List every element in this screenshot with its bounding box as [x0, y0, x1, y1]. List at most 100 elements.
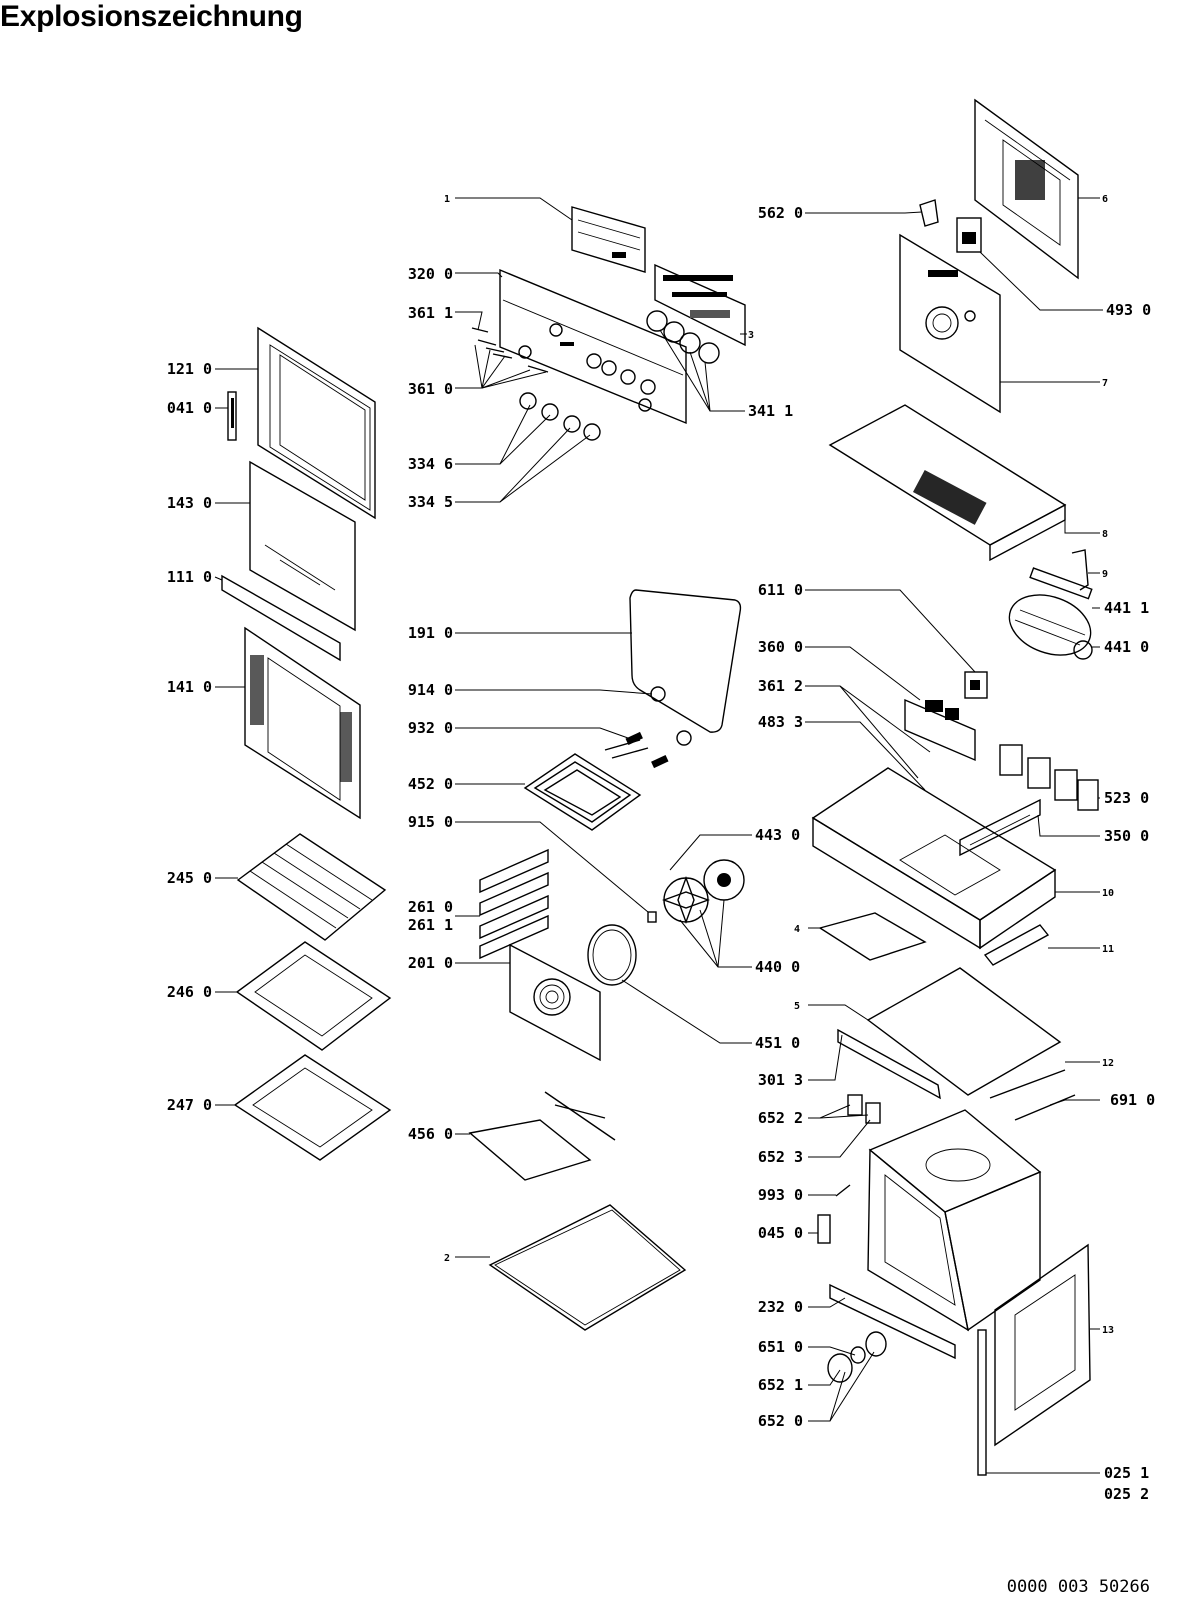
panel-screws: [471, 327, 549, 373]
callout-10: 10: [1102, 888, 1114, 899]
duct-4: [818, 912, 927, 961]
callout-483-3: 483 3: [758, 713, 803, 731]
callout-443-0: 443 0: [755, 826, 800, 844]
selector-switch: [904, 698, 976, 762]
rear-inner-panel: [899, 233, 1001, 414]
callout-456-0: 456 0: [408, 1125, 453, 1143]
callout-245-0: 245 0: [167, 869, 212, 887]
baking-tray: [235, 941, 392, 1051]
control-panel-fascia: [499, 268, 687, 425]
callout-5: 5: [794, 1001, 800, 1012]
callout-6: 6: [1102, 194, 1108, 205]
leader-lines: [214, 197, 1103, 1474]
callout-13: 13: [1102, 1325, 1114, 1336]
control-panel-trim: [571, 206, 646, 273]
callout-341-1: 341 1: [748, 402, 793, 420]
screw-and-latch: [817, 1184, 851, 1244]
callout-025-2: 025 2: [1104, 1485, 1149, 1503]
callout-320-0: 320 0: [408, 265, 453, 283]
oven-lamp: [827, 1331, 887, 1383]
circular-heating-element: [587, 924, 637, 986]
callout-334-6: 334 6: [408, 455, 453, 473]
document-number: 0000 003 50266: [1007, 1577, 1150, 1597]
callout-361-2: 361 2: [758, 677, 803, 695]
callout-232-0: 232 0: [758, 1298, 803, 1316]
callout-334-5: 334 5: [408, 493, 453, 511]
oven-door-seal: [629, 589, 742, 733]
door-inner-glass: [249, 460, 356, 632]
small-clip: [919, 199, 939, 227]
callout-247-0: 247 0: [167, 1096, 212, 1114]
callout-651-0: 651 0: [758, 1338, 803, 1356]
callout-361-0: 361 0: [408, 380, 453, 398]
callout-361-1: 361 1: [408, 304, 453, 322]
hinge-rail: [977, 1329, 987, 1476]
callout-111-0: 111 0: [167, 568, 212, 586]
callout-523-0: 523 0: [1104, 789, 1149, 807]
oven-cavity: [867, 1109, 1042, 1332]
callout-652-0: 652 0: [758, 1412, 803, 1430]
callout-12: 12: [1102, 1058, 1114, 1069]
callout-452-0: 452 0: [408, 775, 453, 793]
callout-7: 7: [1102, 378, 1108, 389]
callout-141-0: 141 0: [167, 678, 212, 696]
lamp-parts: [625, 686, 692, 769]
callout-2: 2: [444, 1253, 450, 1264]
wire-grid-shelf: [236, 833, 387, 941]
electronic-control-board: [654, 263, 746, 347]
bracket-9: [1071, 549, 1089, 591]
callout-041-0: 041 0: [167, 399, 212, 417]
callout-652-1: 652 1: [758, 1376, 803, 1394]
oven-chassis-frame: [811, 767, 1057, 950]
strip-11: [983, 924, 1050, 966]
rear-cover-panel: [974, 98, 1079, 280]
door-outer-panel: [244, 626, 361, 820]
callout-652-3: 652 3: [758, 1148, 803, 1166]
callout-440-0: 440 0: [755, 958, 800, 976]
side-panel-13: [994, 1243, 1091, 1447]
callout-441-0: 441 0: [1104, 638, 1149, 656]
callout-611-0: 611 0: [758, 581, 803, 599]
callout-025-1: 025 1: [1104, 1464, 1149, 1482]
lamp-holder: [847, 1094, 881, 1124]
callout-360-0: 360 0: [758, 638, 803, 656]
callout-3: 3: [748, 330, 754, 341]
callout-045-0: 045 0: [758, 1224, 803, 1242]
callout-191-0: 191 0: [408, 624, 453, 642]
callout-1: 1: [444, 194, 450, 205]
callout-11: 11: [1102, 944, 1114, 955]
grill-heating-element: [523, 739, 649, 831]
rod-12: [989, 1069, 1076, 1121]
door-handle-bracket: [227, 391, 237, 441]
page-title: Explosionszeichnung: [0, 0, 303, 33]
grill-pan-with-rack: [468, 1091, 616, 1181]
callout-652-2: 652 2: [758, 1109, 803, 1127]
callout-labels: 1 320 0 361 1 3 121 0 361 0 041 0 341 1 …: [167, 194, 1155, 1597]
base-plate: [837, 967, 1062, 1100]
relay-unit: [956, 217, 982, 253]
oven-bottom-panel: [488, 1204, 687, 1331]
thermostat-group: [999, 744, 1099, 811]
callout-8: 8: [1102, 529, 1108, 540]
callout-993-0: 993 0: [758, 1186, 803, 1204]
callout-932-0: 932 0: [408, 719, 453, 737]
switch-611: [964, 671, 988, 699]
top-cover-panel: [828, 404, 1067, 562]
callout-350-0: 350 0: [1104, 827, 1149, 845]
deep-baking-pan: [233, 1054, 392, 1161]
callout-562-0: 562 0: [758, 204, 803, 222]
terminal-block: [959, 798, 1041, 857]
control-knobs: [646, 310, 720, 364]
callout-261-0: 261 0: [408, 898, 453, 916]
callout-246-0: 246 0: [167, 983, 212, 1001]
callout-201-0: 201 0: [408, 954, 453, 972]
callout-121-0: 121 0: [167, 360, 212, 378]
tangential-fan-motor: [1008, 567, 1093, 660]
callout-301-3: 301 3: [758, 1071, 803, 1089]
callout-9: 9: [1102, 569, 1108, 580]
front-strip-232: [829, 1283, 956, 1360]
callout-915-0: 915 0: [408, 813, 453, 831]
callout-914-0: 914 0: [408, 681, 453, 699]
callout-143-0: 143 0: [167, 494, 212, 512]
